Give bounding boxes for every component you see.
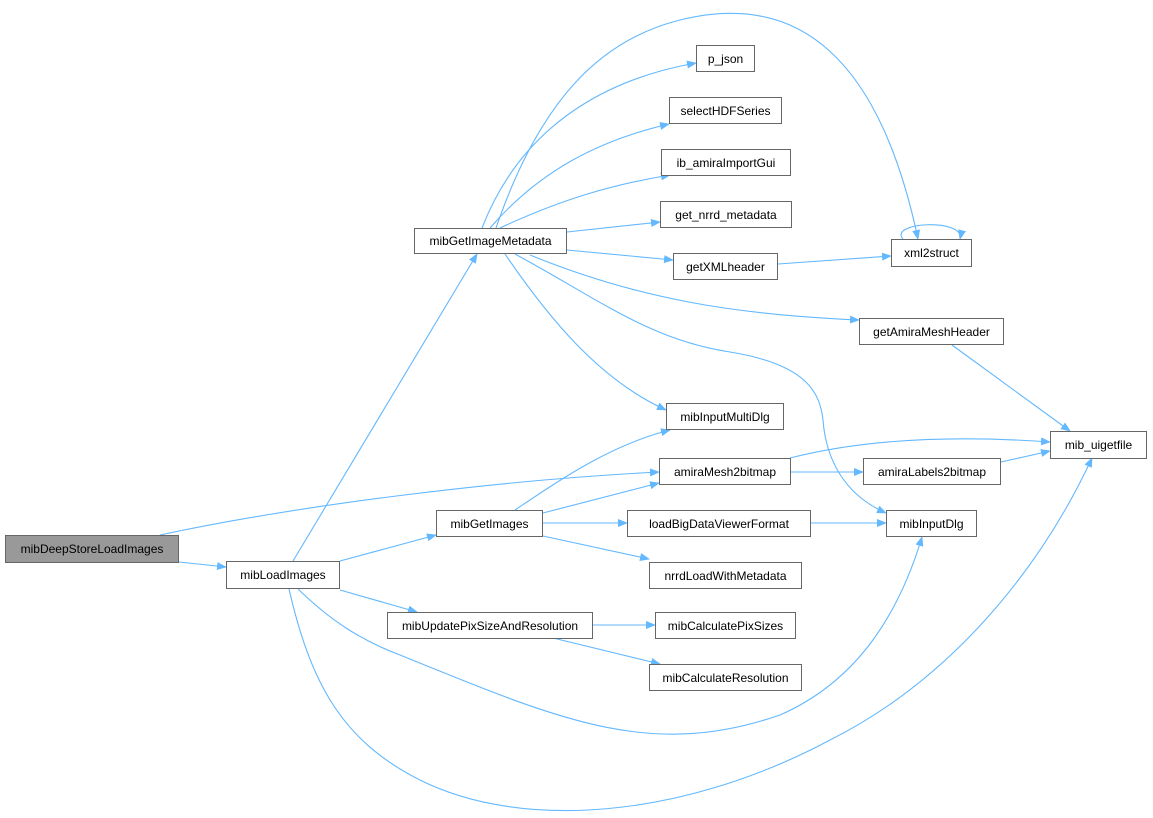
edge-loadimages-uigetfile [288,457,1093,812]
edge-meta-pjson [481,60,697,229]
node-amiraLabels2bitmap[interactable]: amiraLabels2bitmap [863,458,1001,485]
edge-getxml-xml2struct [777,252,892,265]
node-get_nrrd_metadata[interactable]: get_nrrd_metadata [660,201,792,228]
edge-loadimages-getimagemetadata [292,253,478,562]
edge-getamiraheader-uigetfile [951,344,1071,432]
node-mib_uigetfile[interactable]: mib_uigetfile [1050,431,1147,459]
node-nrrdLoadWithMetadata[interactable]: nrrdLoadWithMetadata [649,562,802,589]
node-mibDeepStoreLoadImages: mibDeepStoreLoadImages [5,535,179,563]
node-mibInputDlg[interactable]: mibInputDlg [886,510,977,537]
edge-root-amiramesh2bitmap [159,468,660,536]
edge-root-loadimages [178,561,227,571]
node-mibGetImages[interactable]: mibGetImages [436,510,543,537]
node-ib_amiraImportGui[interactable]: ib_amiraImportGui [661,149,791,176]
node-mibGetImageMetadata[interactable]: mibGetImageMetadata [414,228,567,254]
edge-getimages-amiramesh [542,481,660,514]
edge-xml2struct-self [900,224,966,240]
node-mibCalculateResolution[interactable]: mibCalculateResolution [649,664,802,691]
edge-loadimages-getimages [339,533,437,562]
edge-meta-selecthdf [489,122,670,229]
node-getAmiraMeshHeader[interactable]: getAmiraMeshHeader [859,318,1004,345]
node-mibCalculatePixSizes[interactable]: mibCalculatePixSizes [655,612,796,639]
node-mibInputMultiDlg[interactable]: mibInputMultiDlg [666,403,784,430]
node-selectHDFSeries[interactable]: selectHDFSeries [669,97,782,124]
edge-updatepix-calcres [552,637,661,666]
edge-loadimages-updatepix [339,589,418,614]
node-loadBigDataViewerFormat[interactable]: loadBigDataViewerFormat [627,510,811,537]
edge-amiralabels-uigetfile [1000,449,1051,463]
edge-meta-inputdlg [514,253,887,514]
node-mibLoadImages[interactable]: mibLoadImages [226,561,340,589]
edge-amiramesh-uigetfile [789,437,1051,459]
edge-loadimages-inputdlg [297,536,924,735]
edge-meta-getnrrd [566,218,661,233]
edge-meta-getxml [566,249,674,264]
node-amiraMesh2bitmap[interactable]: amiraMesh2bitmap [659,458,791,485]
edge-getimages-nrrdload [542,535,650,562]
edge-meta-inputmultidlg [504,253,667,411]
node-p_json[interactable]: p_json [696,45,755,72]
edge-meta-xml2struct [495,12,921,240]
node-xml2struct[interactable]: xml2struct [891,239,972,267]
edge-getimages-inputmultidlg [514,428,671,511]
node-getXMLheader[interactable]: getXMLheader [673,253,778,280]
edge-meta-ibamira [499,172,671,229]
edge-meta-getamiraheader [529,254,860,324]
node-mibUpdatePixSizeAndResolution[interactable]: mibUpdatePixSizeAndResolution [387,612,593,639]
